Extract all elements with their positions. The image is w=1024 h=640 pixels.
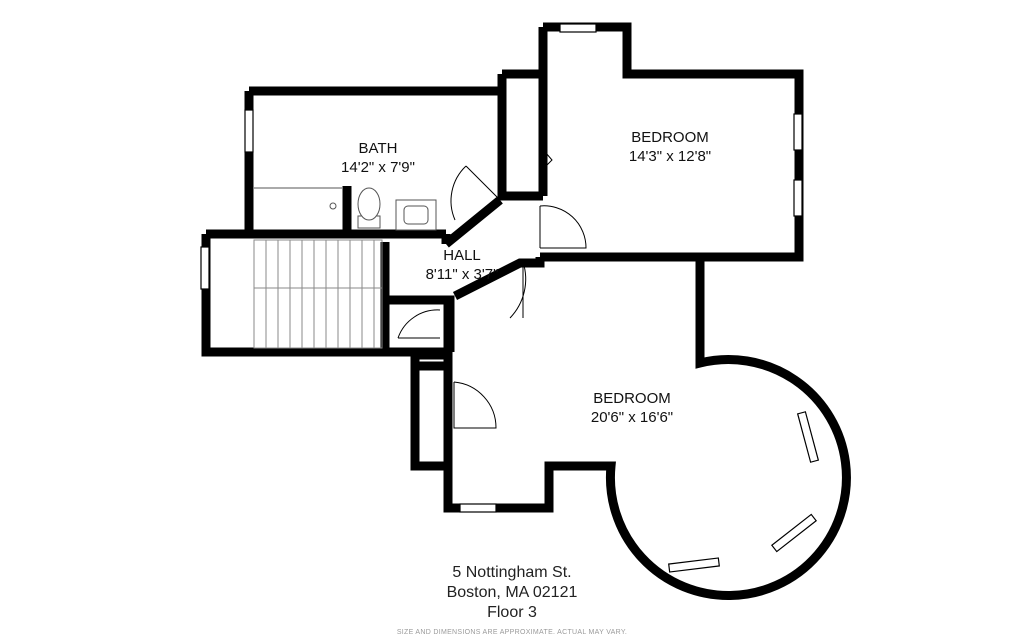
window-stairs-west [200, 246, 210, 290]
room-hall-size: 8'11" x 3'7" [425, 266, 499, 283]
window-bedroom-top-east-1 [793, 113, 803, 151]
door-bedroom-top [539, 205, 587, 249]
wall-bedroom-bottom [443, 252, 851, 601]
shower-fixture [329, 202, 337, 210]
disclaimer-text: SIZE AND DIMENSIONS ARE APPROXIMATE. ACT… [396, 629, 628, 636]
window-bedroom-bottom-south [459, 503, 497, 513]
room-hall-name: HALL [443, 247, 481, 264]
toilet-bowl [357, 187, 381, 221]
wall-closet-top [497, 69, 543, 201]
sink-basin [403, 205, 429, 225]
window-bedroom-top-east-2 [793, 179, 803, 217]
room-bath-label: BATH 14'2" x 7'9" [318, 139, 438, 177]
window-bedroom-top-north [559, 23, 597, 33]
door-closet-top [539, 145, 553, 173]
address-block: 5 Nottingham St. Boston, MA 02121 Floor … [412, 563, 612, 623]
bath-fixtures [254, 187, 437, 231]
window-bay-3 [668, 557, 720, 573]
address-floor: Floor 3 [487, 604, 537, 621]
room-bath-size: 14'2" x 7'9" [341, 159, 415, 176]
windows [200, 23, 820, 573]
stairs [253, 239, 383, 349]
doors [397, 145, 587, 429]
room-bedroom-bottom-name: BEDROOM [593, 390, 671, 407]
address-city: Boston, MA 02121 [446, 584, 578, 601]
room-bedroom-top-label: BEDROOM 14'3" x 12'8" [610, 128, 730, 166]
address-street: 5 Nottingham St. [452, 564, 572, 581]
door-closet-bottom [453, 381, 497, 429]
room-bath-name: BATH [358, 140, 398, 157]
door-closet-hall [397, 309, 441, 339]
room-bedroom-top-size: 14'3" x 12'8" [628, 148, 712, 165]
door-bedroom-bottom [509, 261, 527, 319]
room-bedroom-bottom-size: 20'6" x 16'6" [590, 409, 674, 426]
room-hall-label: HALL 8'11" x 3'7" [402, 246, 522, 284]
door-bath [450, 165, 501, 221]
room-bedroom-bottom-label: BEDROOM 20'6" x 16'6" [572, 389, 692, 427]
room-bedroom-top-name: BEDROOM [631, 129, 709, 146]
window-bay-2 [770, 513, 818, 553]
wall-closet-bottom [410, 350, 448, 471]
wall-bedroom-top [538, 22, 804, 262]
window-bath-west [244, 109, 254, 153]
window-bay-1 [796, 411, 820, 463]
